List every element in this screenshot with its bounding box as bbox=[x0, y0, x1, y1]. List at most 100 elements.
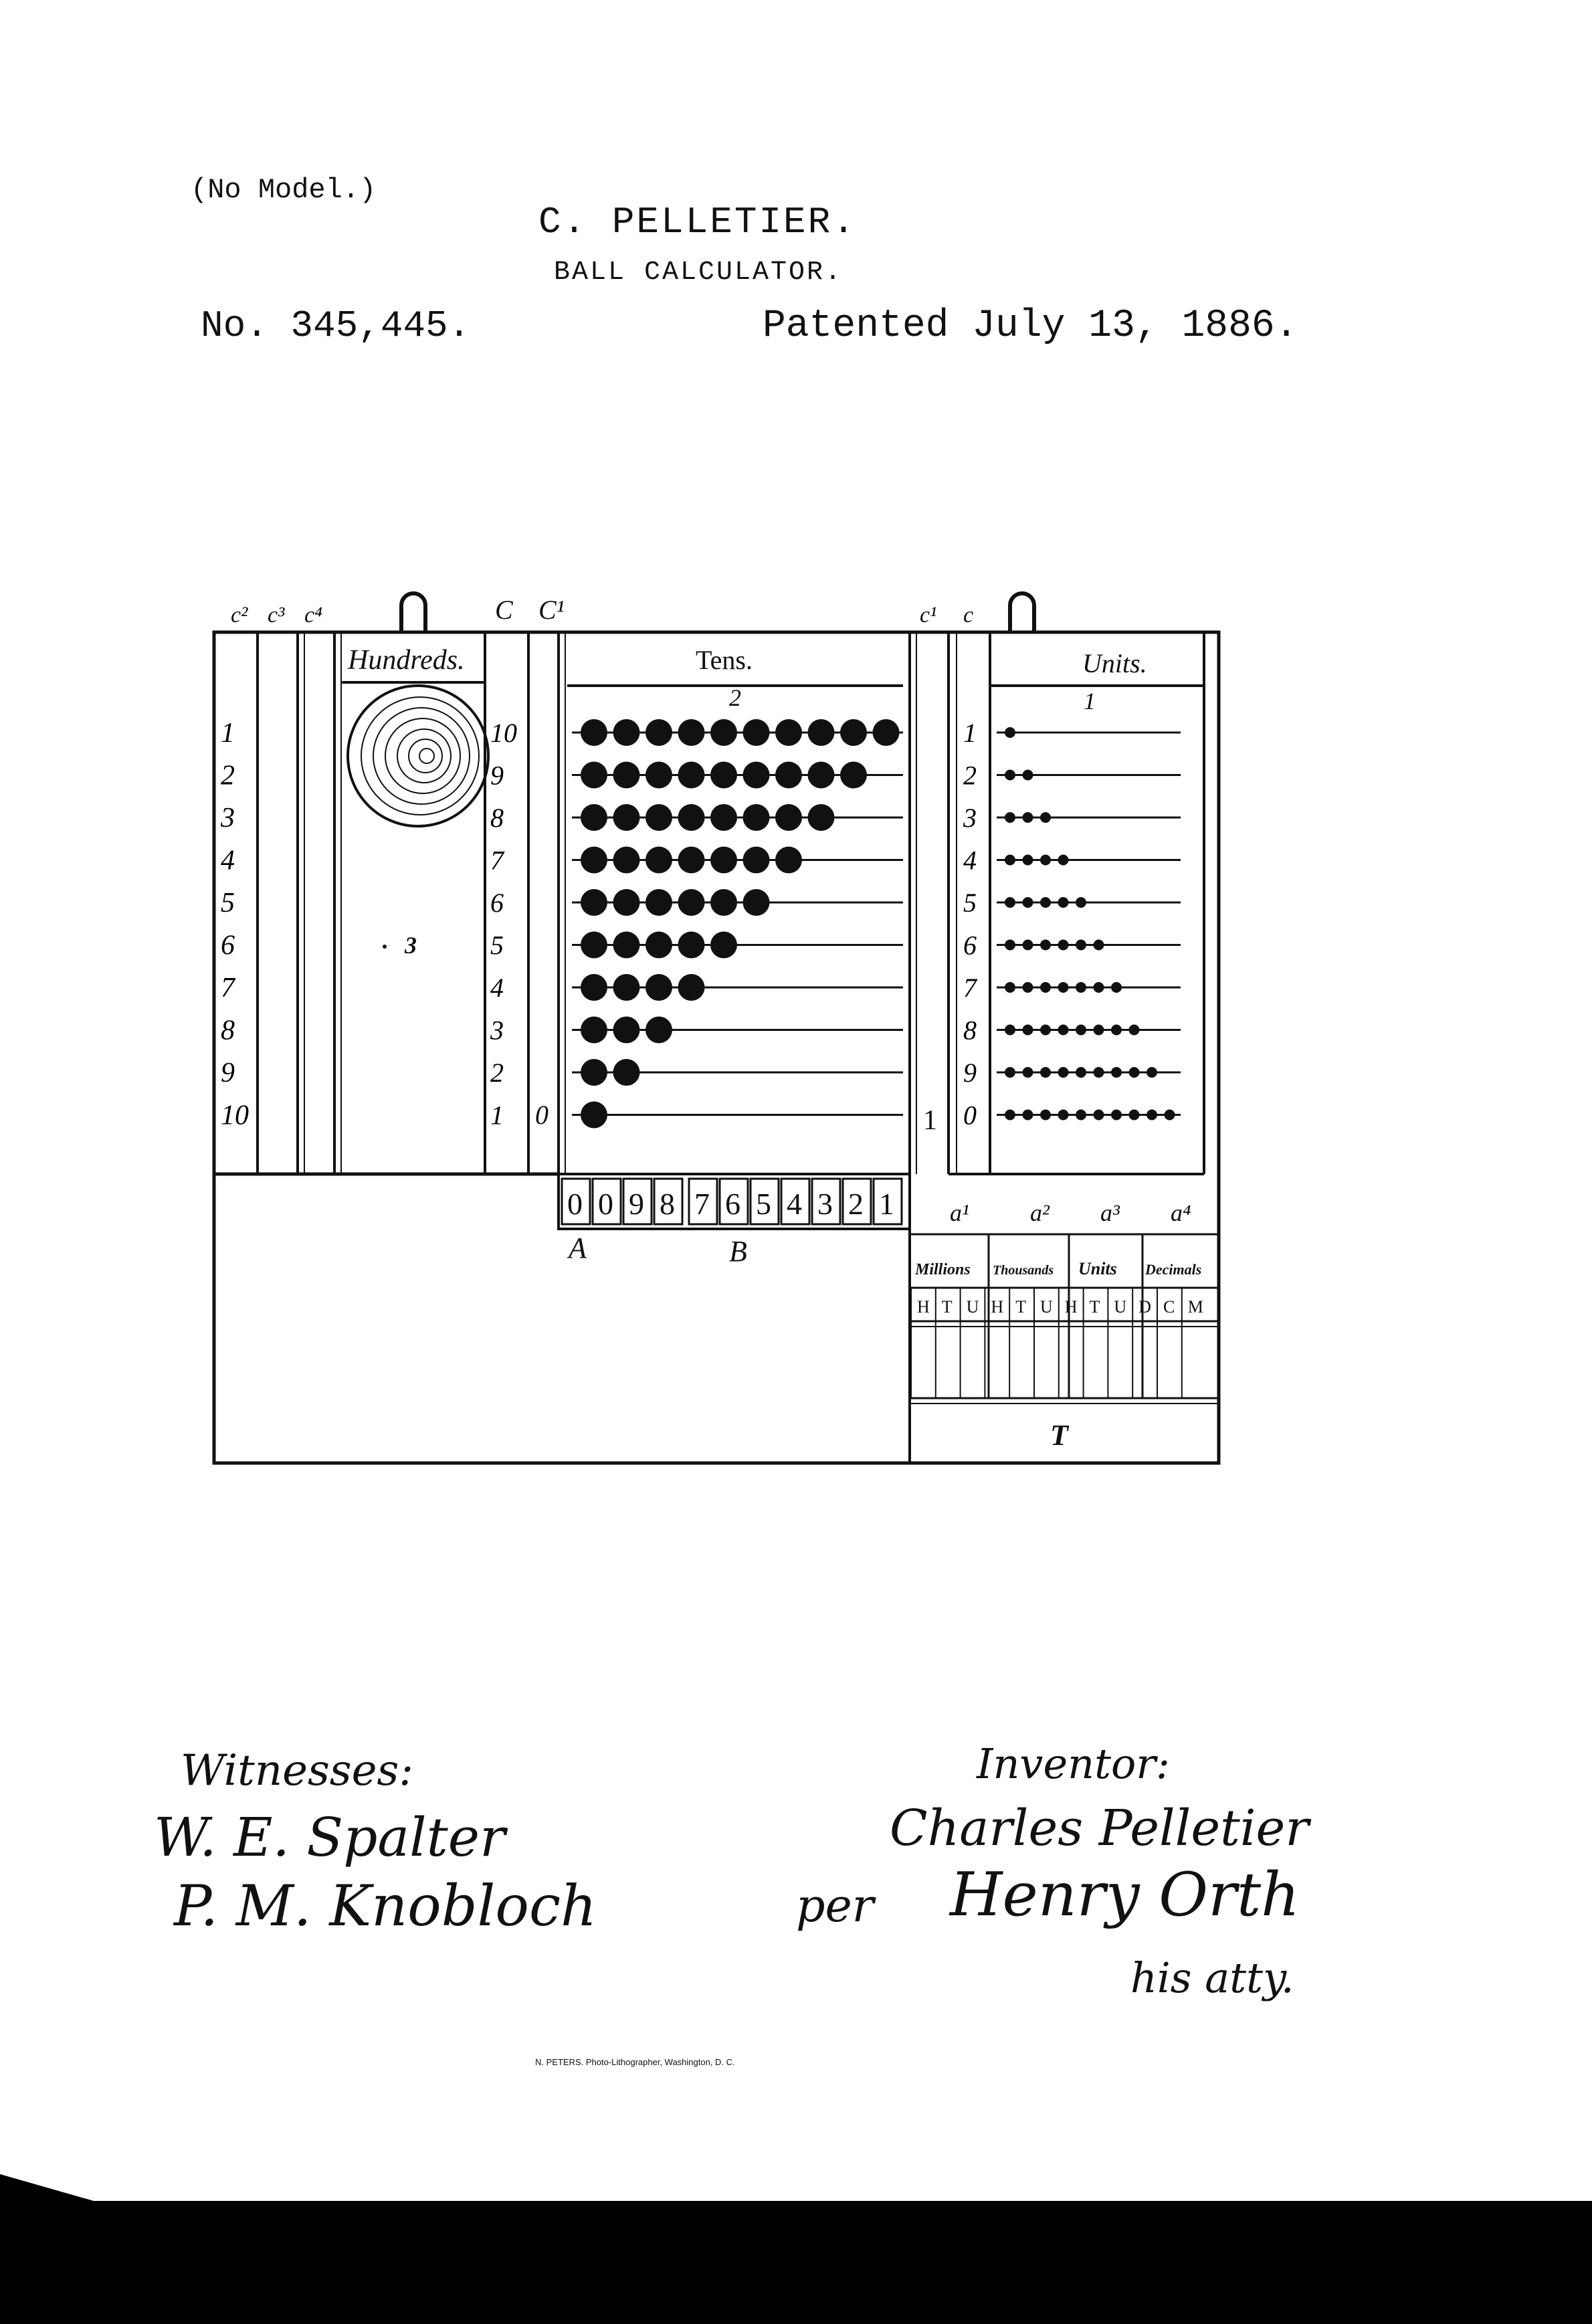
group-millions: Millions bbox=[914, 1261, 971, 1278]
digit-tile-label: 3 bbox=[817, 1187, 833, 1221]
tens-number: 6 bbox=[490, 888, 504, 918]
units-ball bbox=[1111, 1109, 1122, 1121]
units-ball bbox=[1111, 1067, 1122, 1078]
hanging-hook-left bbox=[399, 591, 427, 632]
tens-ball bbox=[678, 761, 705, 789]
ref-a1: a¹ bbox=[950, 1199, 969, 1226]
tens-label: Tens. bbox=[696, 645, 753, 675]
left-number: 9 bbox=[221, 1058, 235, 1088]
units-ball bbox=[1005, 939, 1015, 951]
units-ball-rods bbox=[997, 727, 1181, 1121]
units-ball bbox=[1093, 982, 1104, 993]
tens-ball bbox=[645, 846, 672, 874]
units-number: 6 bbox=[963, 931, 977, 961]
digit-tile bbox=[591, 1177, 622, 1226]
tens-ball bbox=[581, 761, 607, 789]
tens-ball bbox=[645, 931, 672, 959]
units-ball bbox=[1076, 1024, 1086, 1036]
units-ball bbox=[1040, 854, 1051, 866]
units-ball bbox=[1022, 897, 1033, 908]
tens-number: 1 bbox=[490, 1100, 504, 1131]
units-ball bbox=[1076, 1109, 1086, 1121]
units-ball bbox=[1040, 812, 1051, 823]
units-ball bbox=[1093, 1067, 1104, 1078]
table-col-header: M bbox=[1188, 1297, 1203, 1317]
ref-B: B bbox=[729, 1235, 747, 1268]
ref-c4: c⁴ bbox=[304, 603, 322, 627]
inventor-name: C. PELLETIER. bbox=[538, 201, 857, 244]
units-ball bbox=[1040, 897, 1051, 908]
inventor-label: Inventor: bbox=[977, 1739, 1170, 1788]
ref-a2: a² bbox=[1030, 1199, 1050, 1226]
tens-ball bbox=[581, 1059, 607, 1086]
ref-c2: c² bbox=[231, 603, 248, 627]
tens-ball bbox=[581, 1016, 607, 1044]
witnesses-label: Witnesses: bbox=[181, 1746, 413, 1796]
digit-tile-label: 2 bbox=[848, 1187, 864, 1221]
small-one: 1 bbox=[923, 1105, 937, 1136]
inventor-signature: Charles Pelletier bbox=[890, 1800, 1309, 1857]
tens-ball-rods bbox=[572, 719, 903, 1129]
digit-tile bbox=[811, 1177, 841, 1226]
witness-signature-2: P. M. Knobloch bbox=[174, 1873, 597, 1939]
tens-ball bbox=[645, 761, 672, 789]
tens-ball bbox=[742, 846, 770, 874]
units-ball bbox=[1093, 1024, 1104, 1036]
tens-number: 10 bbox=[490, 718, 517, 748]
tens-number: 2 bbox=[490, 1058, 504, 1088]
units-ball bbox=[1076, 897, 1086, 908]
units-ball bbox=[1005, 897, 1015, 908]
tens-ball bbox=[581, 889, 607, 916]
tens-ball bbox=[645, 889, 672, 916]
tens-ball bbox=[613, 974, 640, 1001]
small-zero: 0 bbox=[535, 1100, 549, 1130]
tens-ball bbox=[678, 889, 705, 916]
units-ball bbox=[1111, 1024, 1122, 1036]
outer-frame bbox=[212, 630, 1221, 1465]
digit-tile bbox=[653, 1177, 684, 1226]
digit-tile-label: 7 bbox=[694, 1187, 710, 1221]
tens-ball bbox=[678, 804, 705, 831]
left-number: 4 bbox=[221, 846, 235, 876]
tens-ball bbox=[581, 1101, 607, 1129]
tens-number: 3 bbox=[490, 1015, 504, 1046]
tens-ball bbox=[678, 931, 705, 959]
units-ball bbox=[1005, 854, 1015, 866]
tens-ball bbox=[613, 846, 640, 874]
units-ball bbox=[1022, 1109, 1033, 1121]
digit-tile bbox=[622, 1177, 653, 1226]
group-units: Units bbox=[1078, 1259, 1117, 1278]
units-ball bbox=[1005, 1067, 1015, 1078]
tens-ball bbox=[613, 804, 640, 831]
tens-number: 9 bbox=[490, 761, 504, 791]
group-thousands: Thousands bbox=[993, 1263, 1054, 1278]
units-number: 4 bbox=[963, 846, 977, 876]
left-number: 7 bbox=[221, 973, 236, 1003]
table-col-header: H bbox=[917, 1297, 930, 1317]
units-ball bbox=[1076, 939, 1086, 951]
tens-ball bbox=[742, 804, 770, 831]
tens-ball bbox=[645, 804, 672, 831]
left-number: 5 bbox=[221, 888, 235, 918]
tens-ball bbox=[840, 719, 867, 746]
digit-tile-label: 4 bbox=[787, 1187, 802, 1221]
left-number: 3 bbox=[220, 803, 235, 834]
digit-tile-strip bbox=[557, 1173, 911, 1230]
units-ball bbox=[1005, 1109, 1015, 1121]
tens-ball bbox=[645, 719, 672, 746]
patent-number: No. 345,445. bbox=[201, 304, 471, 347]
table-col-header: U bbox=[967, 1297, 979, 1317]
units-ball bbox=[1022, 939, 1033, 951]
units-ball bbox=[1093, 1109, 1104, 1121]
patent-title: BALL CALCULATOR. bbox=[554, 258, 843, 288]
tens-ball bbox=[613, 889, 640, 916]
tens-ball bbox=[742, 719, 770, 746]
left-number: 10 bbox=[221, 1100, 249, 1131]
tens-ball bbox=[613, 931, 640, 959]
units-number: 8 bbox=[963, 1015, 977, 1046]
tens-ball bbox=[775, 761, 802, 789]
